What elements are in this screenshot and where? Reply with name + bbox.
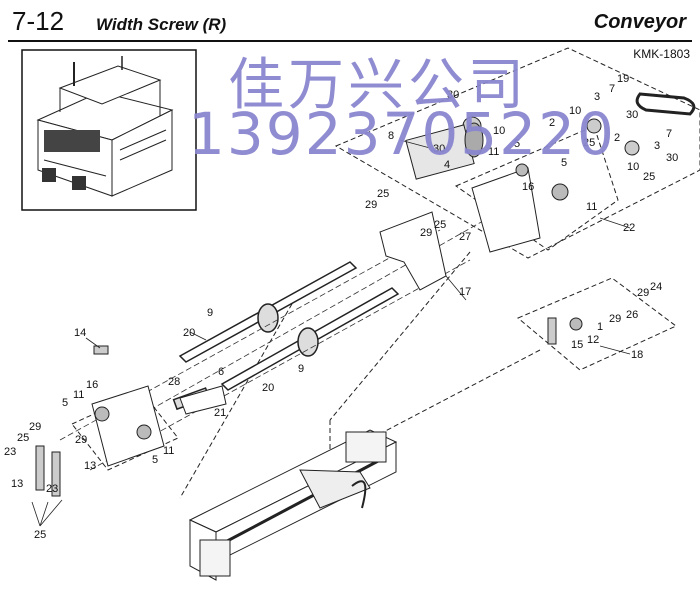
leader-lines bbox=[31, 139, 631, 527]
callout: 19 bbox=[617, 73, 629, 85]
section-title: Width Screw (R) bbox=[96, 15, 227, 34]
callout: 2 bbox=[549, 117, 555, 129]
document-code: KMK-1803 bbox=[633, 47, 690, 61]
callout: 29 bbox=[420, 227, 432, 239]
callout: 3 bbox=[594, 91, 600, 103]
callout: 5 bbox=[561, 157, 567, 169]
callout: 14 bbox=[74, 327, 86, 339]
callout: 25 bbox=[434, 219, 446, 231]
callout: 25 bbox=[377, 188, 389, 200]
callout: 17 bbox=[459, 286, 471, 298]
callout: 11 bbox=[586, 201, 597, 213]
callout: 9 bbox=[298, 363, 304, 375]
callout: 27 bbox=[459, 231, 471, 243]
callout: 15 bbox=[571, 339, 583, 351]
machine-thumbnail bbox=[21, 49, 197, 211]
callout: 25 bbox=[17, 432, 29, 444]
callout: 24 bbox=[650, 281, 662, 293]
callout: 13 bbox=[11, 478, 23, 490]
width-screw-shafts bbox=[172, 261, 400, 411]
callout: 12 bbox=[587, 334, 599, 346]
motor bbox=[405, 122, 484, 180]
callout: 30 bbox=[666, 152, 678, 164]
callout: 20 bbox=[183, 327, 195, 339]
callout: 29 bbox=[75, 434, 87, 446]
callout: 29 bbox=[609, 313, 621, 325]
callout: 25 bbox=[34, 529, 46, 541]
callout: 4 bbox=[444, 159, 450, 171]
callout: 16 bbox=[522, 181, 534, 193]
timing-belt bbox=[635, 92, 696, 116]
callout: 11 bbox=[488, 146, 499, 158]
callout: 18 bbox=[631, 349, 643, 361]
callout: 1 bbox=[597, 321, 603, 333]
callout: 7 bbox=[609, 83, 615, 95]
callout: 6 bbox=[218, 366, 224, 378]
callout: 25 bbox=[643, 171, 655, 183]
callout: 25 bbox=[583, 137, 595, 149]
callout: 26 bbox=[626, 309, 638, 321]
callout: 30 bbox=[433, 143, 445, 155]
callout: 8 bbox=[388, 130, 394, 142]
callout: 29 bbox=[365, 199, 377, 211]
callout: 5 bbox=[514, 138, 520, 150]
callout: 11 bbox=[163, 445, 174, 457]
category-title: Conveyor bbox=[593, 11, 686, 33]
callout: 23 bbox=[46, 483, 58, 495]
page-header: 7-12 Width Screw (R) Conveyor bbox=[0, 0, 700, 44]
callout: 11 bbox=[73, 389, 84, 401]
callout: 10 bbox=[627, 161, 639, 173]
callout: 5 bbox=[62, 397, 68, 409]
callout: 30 bbox=[626, 109, 638, 121]
callout: 16 bbox=[86, 379, 98, 391]
header-rule bbox=[8, 40, 692, 42]
callout: 2 bbox=[614, 132, 620, 144]
watermark-company: 佳万兴公司 bbox=[228, 53, 528, 118]
callout: 10 bbox=[569, 105, 581, 117]
callout: 28 bbox=[168, 376, 180, 388]
callout: 9 bbox=[207, 307, 213, 319]
callout: 3 bbox=[654, 140, 660, 152]
callout: 13 bbox=[84, 460, 96, 472]
callout: 23 bbox=[4, 446, 16, 458]
callout: 7 bbox=[666, 128, 672, 140]
watermark-phone: 13923705220 bbox=[188, 100, 616, 168]
callout: 21 bbox=[214, 407, 226, 419]
section-number: 7-12 bbox=[12, 6, 65, 36]
callout: 20 bbox=[262, 382, 274, 394]
callout: 29 bbox=[637, 287, 649, 299]
callout: 29 bbox=[29, 421, 41, 433]
callout: 30 bbox=[447, 89, 459, 101]
callout: 5 bbox=[152, 454, 158, 466]
conveyor-frame bbox=[188, 429, 398, 581]
callout: 10 bbox=[493, 125, 505, 137]
